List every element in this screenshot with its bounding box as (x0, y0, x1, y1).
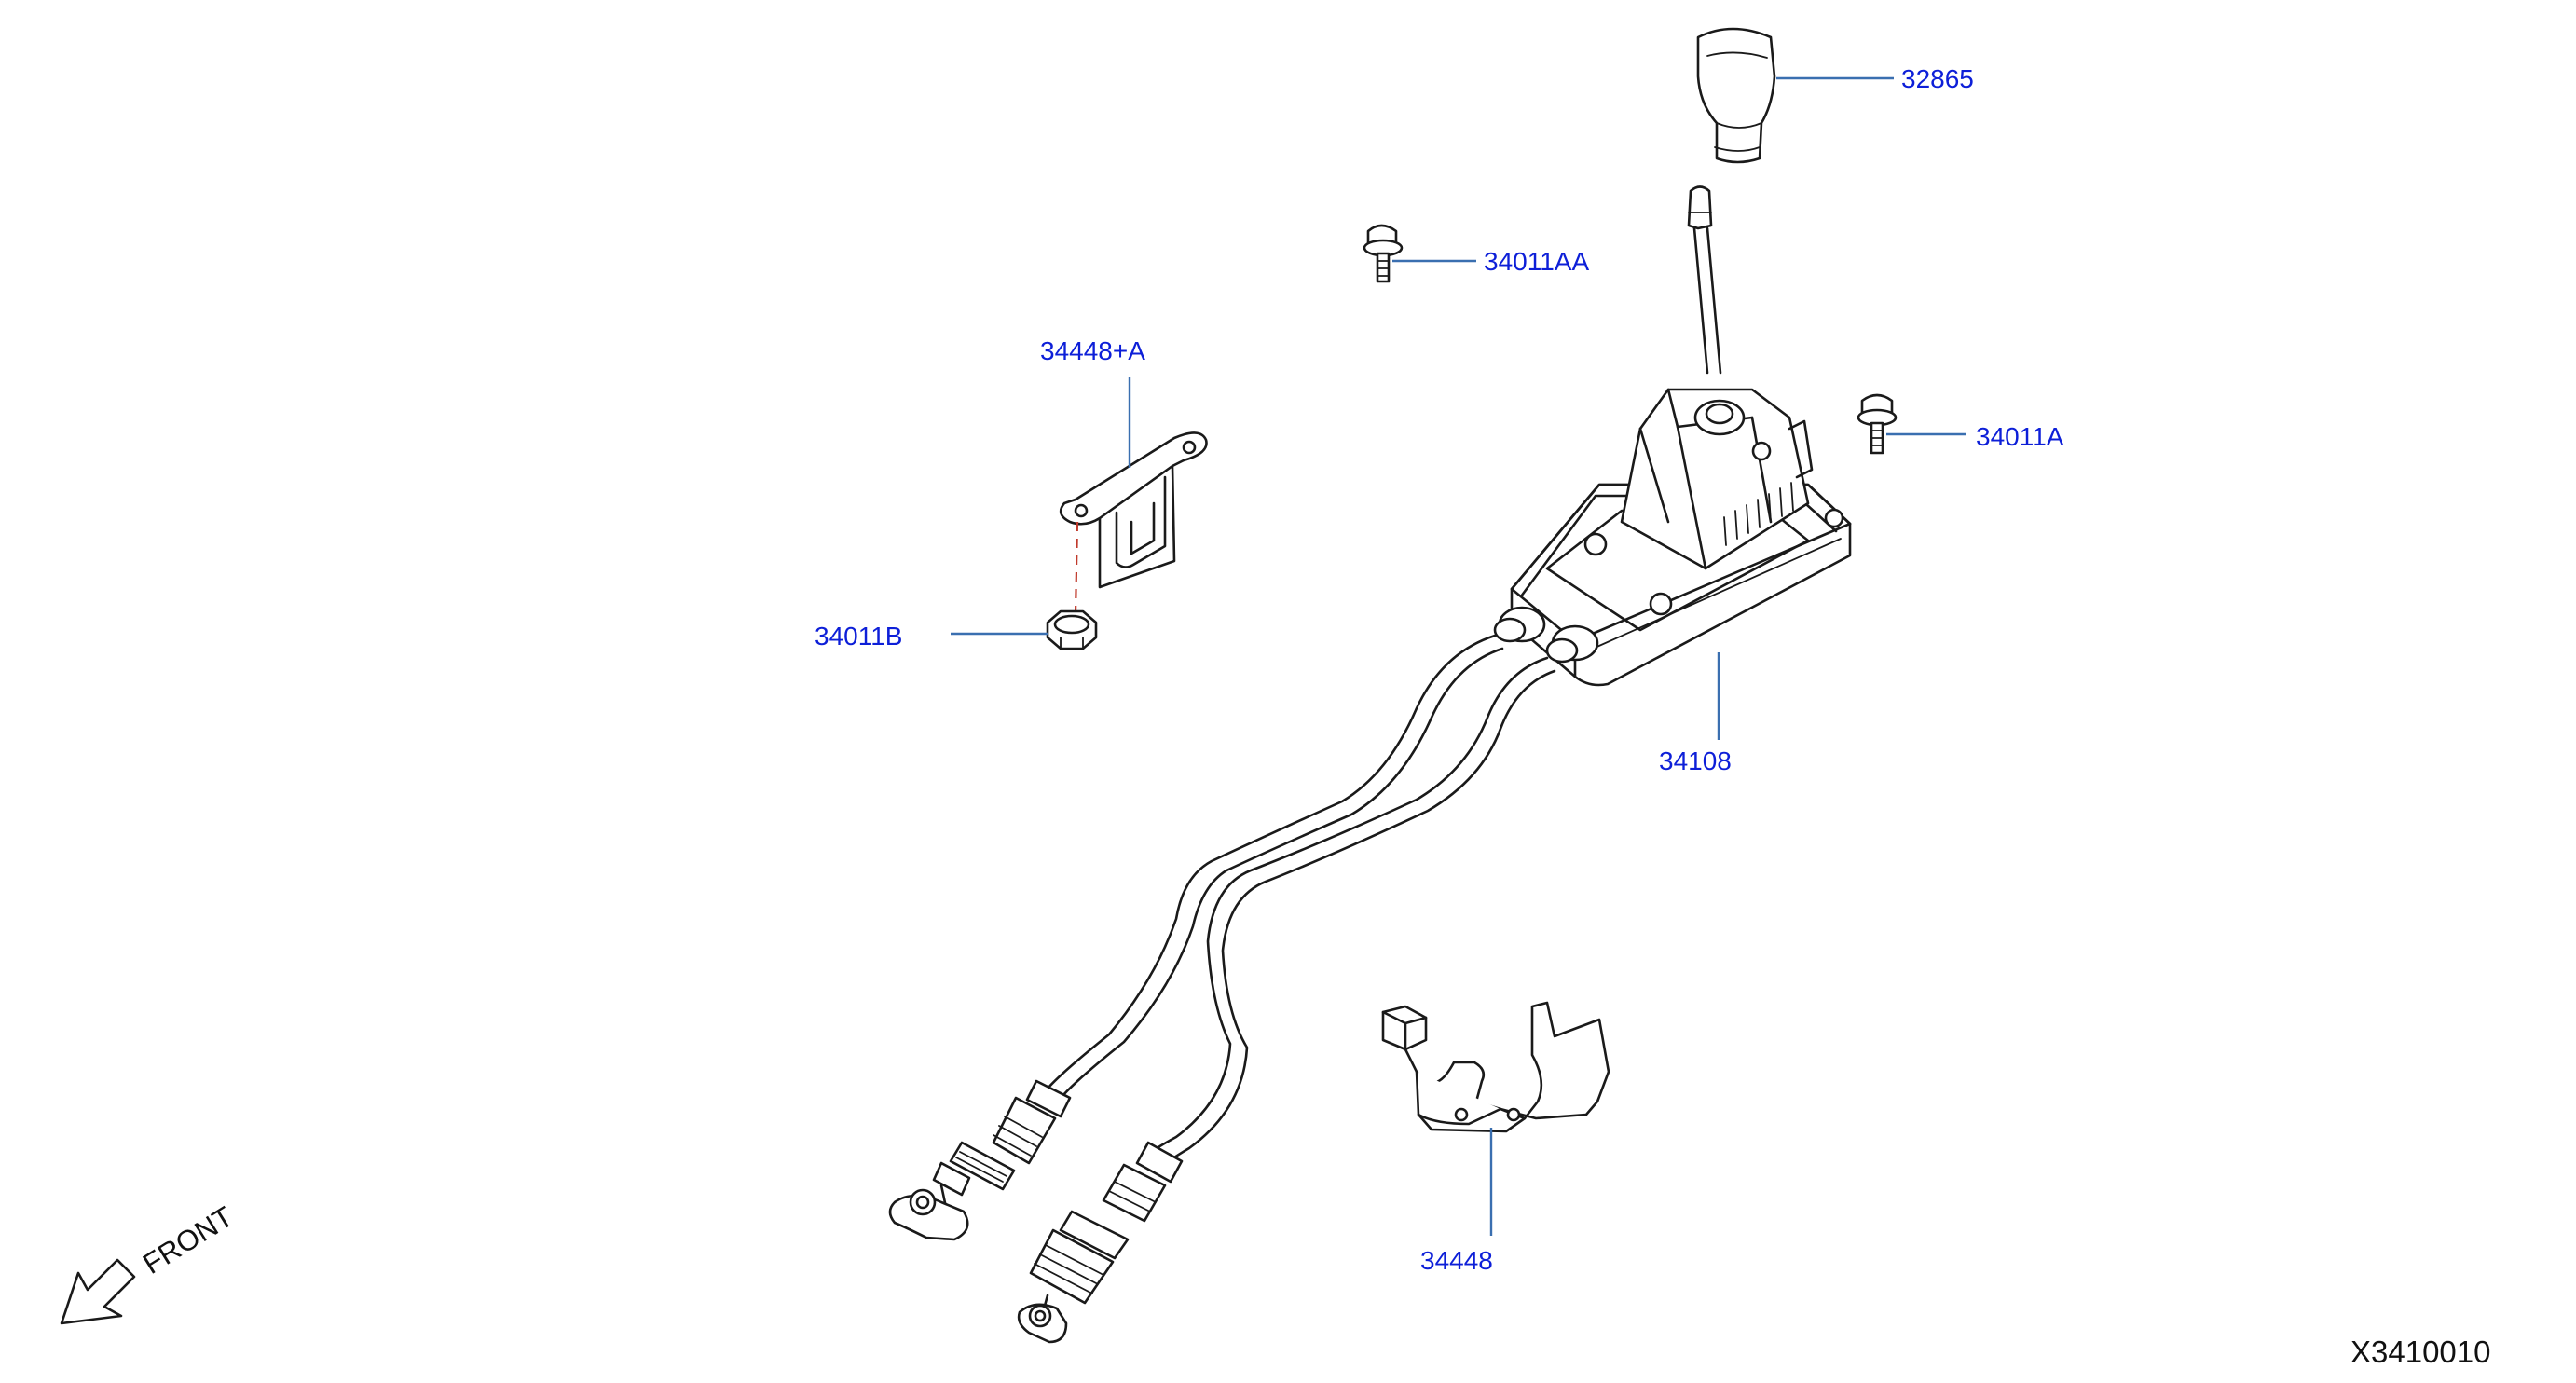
front-arrow-icon (60, 1258, 136, 1325)
callout-34011a[interactable]: 34011A (1976, 422, 2064, 451)
shifter-housing[interactable] (1510, 388, 1852, 687)
shift-cables (888, 606, 1599, 1344)
bolt-34011a[interactable] (1857, 393, 1898, 455)
callout-34448[interactable]: 34448 (1420, 1246, 1493, 1275)
shift-lever-rod (1687, 185, 1722, 375)
cable-end-b (1017, 1141, 1184, 1344)
callout-34011aa[interactable]: 34011AA (1484, 247, 1589, 276)
shift-knob[interactable] (1696, 27, 1776, 164)
front-label: FRONT (137, 1200, 239, 1280)
cable-end-a (888, 1079, 1072, 1241)
leader-lines (951, 76, 1966, 1236)
cable-socket-upper (1493, 606, 1546, 643)
callout-32865[interactable]: 32865 (1901, 64, 1974, 93)
nut-34011b[interactable] (1046, 609, 1098, 650)
bracket-34448-a[interactable] (1059, 431, 1208, 589)
callout-34108[interactable]: 34108 (1659, 746, 1732, 775)
hidden-line (1074, 521, 1079, 616)
bolt-34011aa[interactable] (1363, 224, 1404, 283)
cable-socket-lower (1545, 624, 1599, 664)
callout-labels: 32865 34011AA 34011A 34448+A 34011B 3410… (815, 64, 2064, 1275)
bracket-34448[interactable] (1381, 1001, 1610, 1133)
diagram-id: X3410010 (2350, 1335, 2490, 1369)
front-indicator: FRONT (60, 1200, 239, 1325)
callout-34448-a[interactable]: 34448+A (1040, 336, 1145, 365)
callout-34011b[interactable]: 34011B (815, 622, 902, 650)
